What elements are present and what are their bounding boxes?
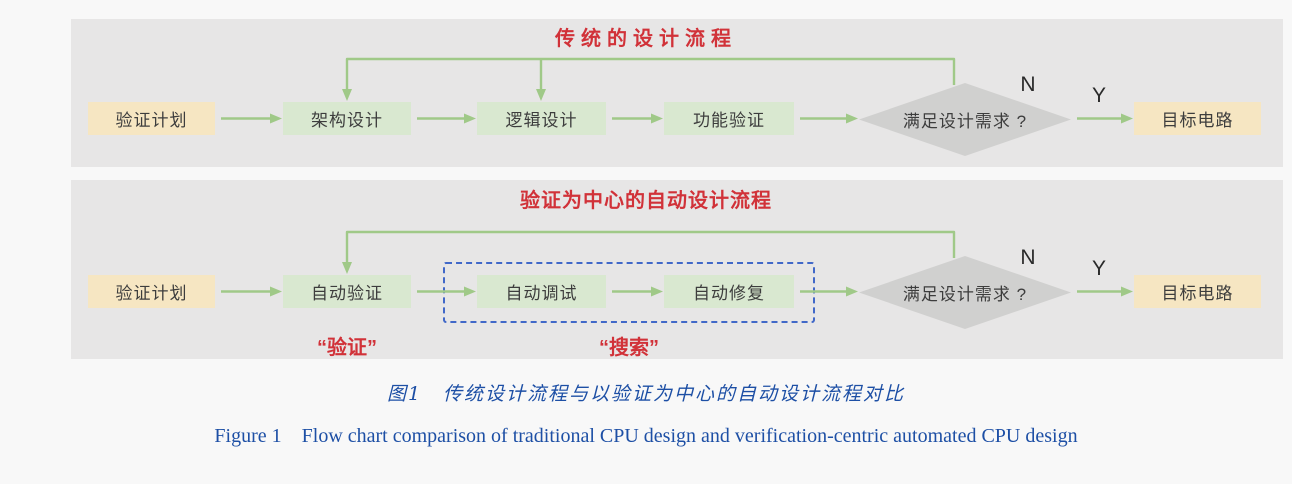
node-auto-verification: 自动验证 <box>283 275 411 308</box>
node-logic-design: 逻辑设计 <box>477 102 606 135</box>
node-target-circuit-1: 目标电路 <box>1134 102 1261 135</box>
node-target-circuit-2: 目标电路 <box>1134 275 1261 308</box>
node-functional-verification: 功能验证 <box>664 102 794 135</box>
branch-label-no-1: N <box>1020 73 1036 96</box>
node-verification-plan-1: 验证计划 <box>88 102 215 135</box>
annotation-verification: “验证” <box>317 337 377 359</box>
figure-caption-en: Figure 1 Flow chart comparison of tradit… <box>214 425 1078 447</box>
node-verification-plan-2: 验证计划 <box>88 275 215 308</box>
node-architecture-design: 架构设计 <box>283 102 411 135</box>
branch-label-no-2: N <box>1020 246 1036 269</box>
figure-caption-zh: 图1 传统设计流程与以验证为中心的自动设计流程对比 <box>386 383 906 405</box>
annotation-search: “搜索” <box>599 337 659 359</box>
branch-label-yes-1: Y <box>1091 84 1106 107</box>
node-auto-repair: 自动修复 <box>664 275 794 308</box>
node-auto-debug: 自动调试 <box>477 275 606 308</box>
panel-traditional-flow <box>71 19 1283 167</box>
traditional-flow-title: 传统的设计流程 <box>555 28 737 50</box>
automated-flow-title: 验证为中心的自动设计流程 <box>520 190 772 212</box>
branch-label-yes-2: Y <box>1091 257 1106 280</box>
panel-automated-flow <box>71 180 1283 359</box>
